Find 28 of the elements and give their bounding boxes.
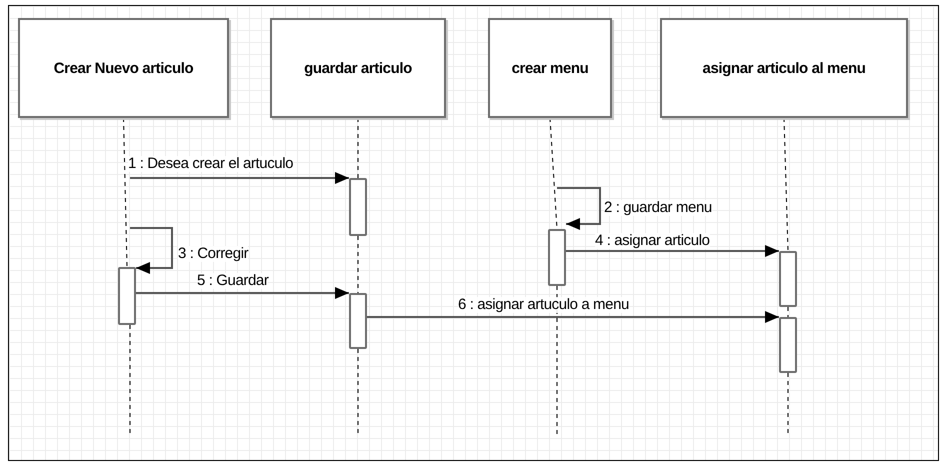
lifeline-head-box [18, 18, 229, 118]
lifeline [784, 118, 788, 252]
message-arrow [130, 172, 349, 184]
activation-bar [349, 293, 367, 349]
lifeline-head-box [488, 18, 612, 118]
message-label: 2 : guardar menu [604, 200, 712, 216]
lifeline [123, 118, 128, 268]
lifeline-head-box [660, 18, 908, 118]
participant-name: Crear Nuevo articulo [54, 60, 194, 76]
message-arrow [367, 311, 779, 323]
activation-bar [118, 267, 136, 325]
self-message-arrow [557, 187, 601, 230]
activation-bar [779, 317, 797, 373]
participant-name: guardar articulo [304, 60, 412, 76]
message-label: 1 : Desea crear el artuculo [128, 156, 294, 172]
message-label: 4 : asignar articulo [595, 233, 710, 249]
message-arrow [566, 245, 779, 257]
activation-bar [779, 251, 797, 307]
activation-bar [548, 229, 566, 286]
message-label: 6 : asignar artuculo a menu [458, 297, 629, 313]
activation-bar [349, 178, 367, 236]
message-label: 5 : Guardar [197, 273, 268, 289]
participant-name: crear menu [512, 60, 588, 76]
message-label: 3 : Corregir [178, 246, 248, 262]
message-arrow [136, 287, 349, 299]
participant-name: asignar articulo al menu [702, 60, 866, 76]
self-message-arrow [130, 227, 173, 274]
lifeline-head-box [270, 18, 446, 118]
